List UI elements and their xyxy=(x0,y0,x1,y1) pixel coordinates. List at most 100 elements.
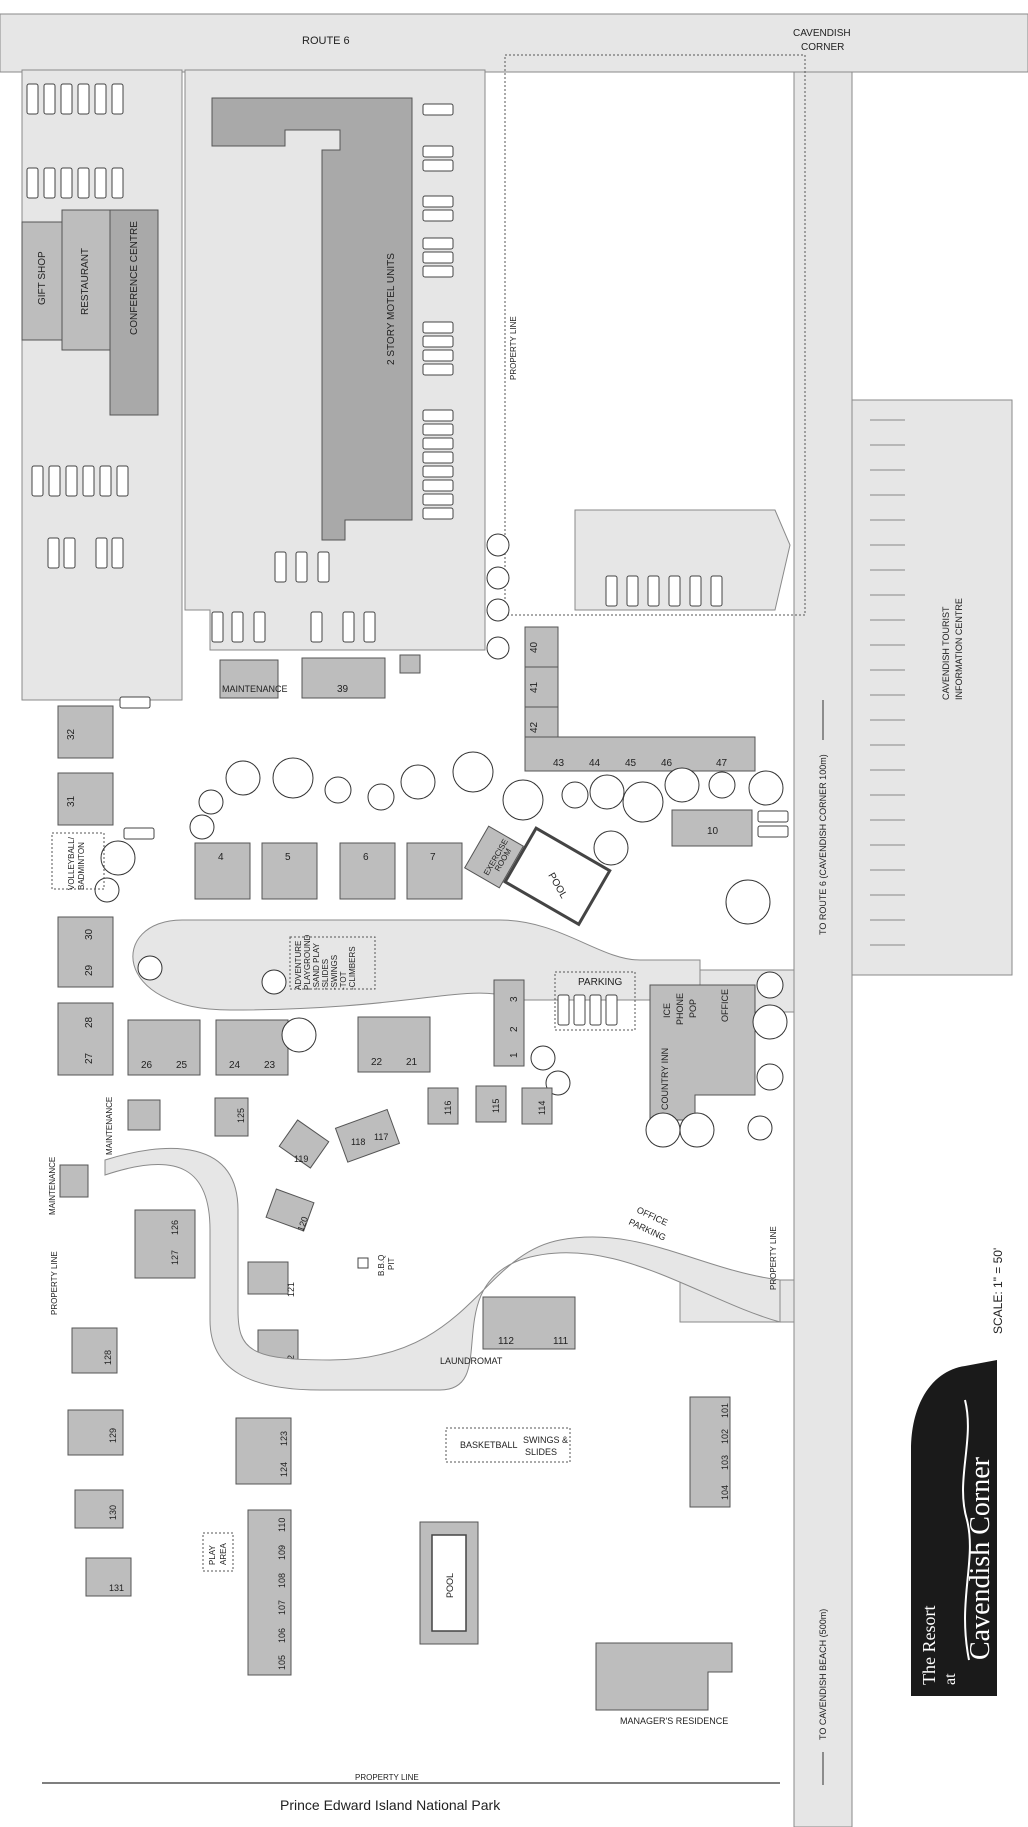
conference-centre xyxy=(109,209,159,416)
unit-121 xyxy=(247,1261,289,1295)
office-parking-box xyxy=(554,971,636,1031)
unit-5-label: 5 xyxy=(285,852,291,863)
unit-131 xyxy=(85,1557,132,1597)
units-26-25 xyxy=(127,1019,201,1076)
parked-cars-mid xyxy=(119,696,789,840)
unit-41-label: 41 xyxy=(529,681,540,693)
maintenance-label: MAINTENANCE xyxy=(222,684,288,694)
play-area-label-1: PLAY xyxy=(208,1544,217,1565)
swings-label-1: SWINGS & xyxy=(523,1435,568,1445)
route6-label: ROUTE 6 xyxy=(302,35,350,47)
laundromat-label: LAUNDROMAT xyxy=(440,1356,503,1366)
unit-111-label: 111 xyxy=(553,1336,569,1347)
route-6-road xyxy=(0,13,1028,73)
unit-32 xyxy=(57,705,114,759)
unit-114 xyxy=(521,1087,553,1125)
unit-126-label: 126 xyxy=(170,1220,180,1235)
ice-label: ICE xyxy=(662,1003,672,1018)
restaurant-label: RESTAURANT xyxy=(80,248,91,315)
unit-32-label: 32 xyxy=(66,728,77,740)
unit-115 xyxy=(475,1085,507,1123)
units-1-3 xyxy=(493,979,525,1067)
playground-label-4: -SLIDES xyxy=(321,959,330,990)
exercise-room xyxy=(463,825,525,889)
unit-119 xyxy=(278,1119,330,1169)
unit-26-label: 26 xyxy=(141,1060,153,1071)
tourist-info-label-2: INFORMATION CENTRE xyxy=(954,598,964,700)
units-123-124 xyxy=(235,1417,292,1485)
laundromat-building xyxy=(482,1296,576,1350)
playground-label-1: ADVENTURE xyxy=(294,941,303,990)
unit-30-label: 30 xyxy=(84,928,95,940)
unit-5 xyxy=(261,842,318,900)
motel-building xyxy=(211,97,413,541)
unit-101-label: 101 xyxy=(720,1403,730,1418)
conference-centre-label: CONFERENCE CENTRE xyxy=(129,221,140,335)
unit-116-label: 116 xyxy=(443,1101,453,1115)
cavendish-road xyxy=(793,71,853,1827)
units-105-110 xyxy=(247,1509,292,1676)
maintenance-3-label: MAINTENANCE xyxy=(48,1157,57,1215)
unit-129-label: 129 xyxy=(108,1428,118,1443)
playground-label-5: -SWINGS xyxy=(330,955,339,990)
basketball-court xyxy=(445,1427,571,1463)
phone-label: PHONE xyxy=(675,993,685,1025)
tourist-info-label-1: CAVENDISH TOURIST xyxy=(941,606,951,700)
units-28-27 xyxy=(57,1002,114,1076)
unit-4 xyxy=(194,842,251,900)
maintenance-building xyxy=(219,659,279,699)
unit-7 xyxy=(406,842,463,900)
unit-127-label: 127 xyxy=(170,1250,180,1265)
unit-124-label: 124 xyxy=(279,1462,289,1477)
unit-43-label: 43 xyxy=(553,758,565,769)
unit-115-label: 115 xyxy=(491,1099,501,1113)
bbq-label-2: PIT xyxy=(387,1257,396,1270)
unit-121-label: 121 xyxy=(286,1282,296,1297)
small-shed xyxy=(399,654,421,674)
unit-130 xyxy=(74,1489,124,1529)
unit-112-label: 112 xyxy=(498,1336,514,1347)
unit-106-label: 106 xyxy=(277,1628,287,1643)
unit-47-label: 47 xyxy=(716,758,728,769)
unit-2-label: 2 xyxy=(509,1026,520,1032)
property-line-label-right: PROPERTY LINE xyxy=(769,1226,778,1290)
units-22-21 xyxy=(357,1016,431,1073)
unit-123-label: 123 xyxy=(279,1431,289,1446)
corner-label-1: CAVENDISH xyxy=(793,28,851,39)
tourist-info-lot xyxy=(851,399,1013,976)
unit-22-label: 22 xyxy=(371,1057,383,1068)
unit-114-label: 114 xyxy=(537,1101,547,1115)
scale-label: SCALE: 1" = 50' xyxy=(991,1248,1005,1334)
parking-label: PARKING xyxy=(578,977,622,988)
playground-label-3: -SAND PLAY xyxy=(312,942,321,990)
unit-23-label: 23 xyxy=(264,1060,276,1071)
unit-7-label: 7 xyxy=(430,852,436,863)
unit-128 xyxy=(71,1327,118,1374)
adventure-playground xyxy=(289,936,376,990)
managers-residence-label: MANAGER'S RESIDENCE xyxy=(620,1716,728,1726)
unit-131-label: 131 xyxy=(109,1583,124,1593)
unit-31 xyxy=(57,772,114,826)
unit-6 xyxy=(339,842,396,900)
unit-117-label: 117 xyxy=(374,1132,388,1142)
trees-office xyxy=(137,955,788,1148)
parked-cars xyxy=(26,83,723,643)
property-line-label-top: PROPERTY LINE xyxy=(509,316,518,380)
south-property-line-label: PROPERTY LINE xyxy=(355,1773,419,1782)
unit-128-label: 128 xyxy=(103,1350,113,1365)
property-line-box xyxy=(504,54,806,616)
unit-110-label: 110 xyxy=(277,1518,287,1532)
upper-pool xyxy=(503,826,612,927)
south-loop-road xyxy=(104,1148,781,1391)
play-area xyxy=(202,1532,234,1572)
lower-pool xyxy=(431,1534,467,1632)
units-101-104 xyxy=(689,1396,731,1508)
unit-125-label: 125 xyxy=(236,1108,246,1123)
office-cars xyxy=(557,994,618,1026)
unit-45-label: 45 xyxy=(625,758,637,769)
managers-residence xyxy=(595,1642,733,1711)
unit-28-label: 28 xyxy=(84,1016,95,1028)
unit-29-label: 29 xyxy=(84,964,95,976)
unit-102-label: 102 xyxy=(720,1429,730,1444)
